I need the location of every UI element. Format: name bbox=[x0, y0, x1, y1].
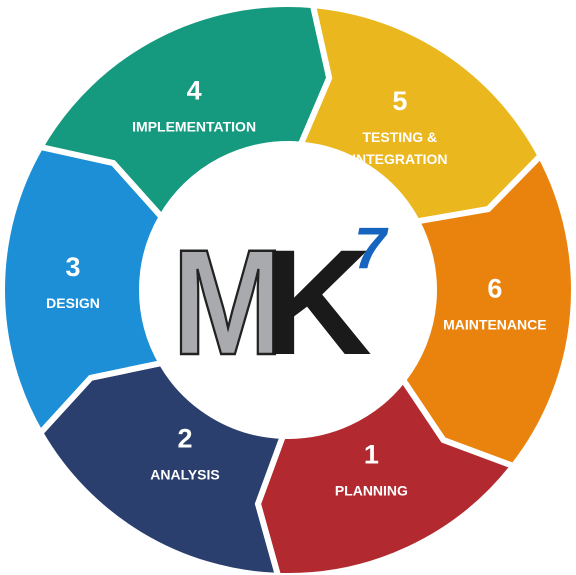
step-number-6: 6 bbox=[487, 274, 502, 304]
step-label-3: DESIGN bbox=[46, 295, 100, 311]
step-number-3: 3 bbox=[65, 252, 80, 282]
segment-step-1 bbox=[254, 374, 519, 575]
step-label-1: PLANNING bbox=[335, 482, 408, 498]
step-number-4: 4 bbox=[187, 75, 202, 105]
logo-letter-m: M bbox=[172, 218, 284, 386]
step-label-2: ANALYSIS bbox=[150, 466, 220, 482]
step-number-5: 5 bbox=[392, 86, 407, 116]
logo-letter-k: K bbox=[262, 218, 372, 386]
step-label-5: INTEGRATION bbox=[352, 151, 447, 167]
step-label-5: TESTING & bbox=[363, 129, 438, 145]
step-label-4: IMPLEMENTATION bbox=[132, 118, 256, 134]
center-circle bbox=[142, 144, 434, 436]
step-number-1: 1 bbox=[364, 439, 379, 469]
step-label-6: MAINTENANCE bbox=[443, 317, 546, 333]
mk7-logo: M K 7 bbox=[171, 216, 389, 387]
step-number-2: 2 bbox=[177, 423, 192, 453]
logo-superscript-seven: 7 bbox=[354, 216, 389, 281]
